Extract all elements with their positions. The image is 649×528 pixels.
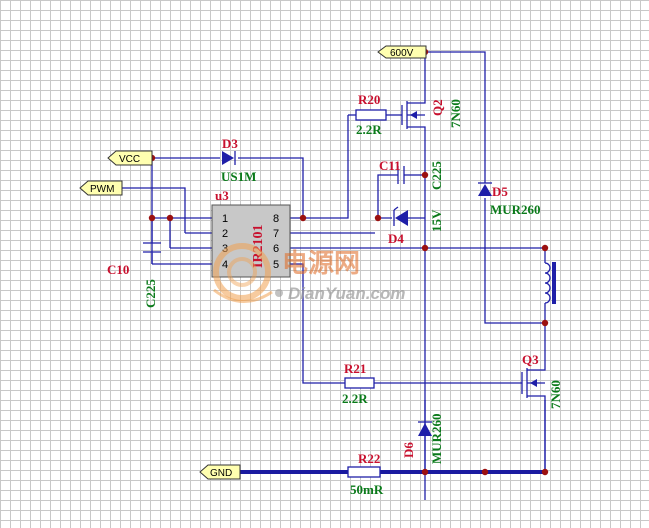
svg-text:1: 1 [222,213,228,225]
resistor-r20 [355,109,387,121]
watermark-en: DianYuan.com [288,284,405,303]
svg-text:600V: 600V [390,48,414,59]
svg-text:4: 4 [222,259,228,271]
d4-value: 15V [429,209,444,232]
c11-value: C225 [429,161,444,190]
svg-text:5: 5 [273,259,279,271]
d3-value: US1M [221,169,256,184]
r22-ref: R22 [358,451,380,466]
q2-value: 7N60 [448,99,463,128]
r21-value: 2.2R [342,391,368,406]
q2-ref: Q2 [430,99,445,116]
c10-value: C225 [143,279,158,308]
port-pwm: PWM [79,180,123,196]
d6-ref: D6 [401,442,416,458]
diode-d5 [478,182,492,196]
d4-ref: D4 [388,231,404,246]
diode-d6 [418,421,432,436]
resistor-r22 [347,466,381,478]
svg-text:VCC: VCC [119,154,140,165]
watermark-cn: 电源网 [282,248,360,278]
capacitor-c10 [143,242,161,253]
inductor [544,262,556,304]
mosfet-q3 [521,367,546,400]
r20-ref: R20 [358,92,380,107]
r22-value: 50mR [350,482,384,497]
ic-ir2101: 1 2 3 4 8 7 6 5 IR2101 [211,204,291,278]
zener-diode-d4 [393,206,408,226]
svg-text:PWM: PWM [90,184,114,195]
resistor-r21 [344,377,375,389]
svg-text:7: 7 [273,228,279,240]
svg-text:GND: GND [210,468,232,479]
d5-value: MUR260 [490,202,541,217]
svg-text:2: 2 [222,228,228,240]
port-vcc: VCC [107,150,153,166]
c11-ref: C11 [379,158,401,173]
ic-ref: u3 [215,188,229,203]
watermark-logo: 电源网 DianYuan.com [213,243,405,303]
capacitor-c11 [397,166,415,184]
diode-d3 [222,151,236,165]
d3-ref: D3 [222,136,238,151]
d5-ref: D5 [492,184,508,199]
port-600v: 600V [377,45,427,59]
d6-value: MUR260 [429,413,444,464]
q3-ref: Q3 [522,352,539,367]
c10-ref: C10 [107,262,129,277]
r21-ref: R21 [344,361,366,376]
port-gnd: GND [199,464,241,480]
q3-value: 7N60 [548,380,563,409]
mosfet-q2 [401,98,426,130]
r20-value: 2.2R [356,122,382,137]
svg-text:6: 6 [273,243,279,255]
svg-text:8: 8 [273,213,279,225]
